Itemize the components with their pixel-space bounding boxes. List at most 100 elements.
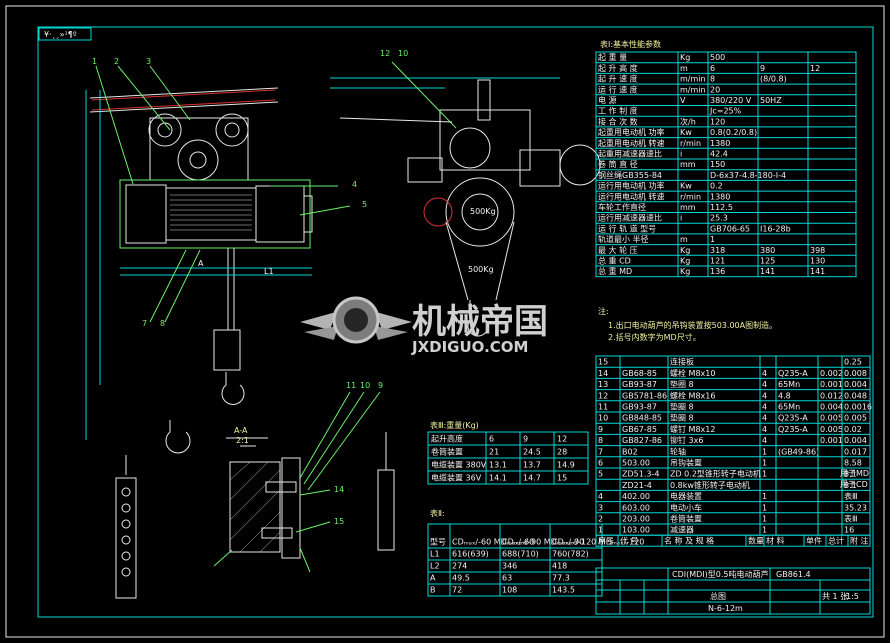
table-2-cell: 760(782)	[552, 550, 589, 559]
table-1-cell: 电 源	[598, 95, 617, 105]
bom-cell: 16	[844, 526, 854, 535]
bom-cell: 10	[598, 414, 608, 423]
bom-header: 总计	[828, 536, 844, 546]
bom-cell: 垫圈 8	[670, 413, 694, 423]
bom-cell: Q235-A	[778, 369, 808, 378]
front-view: L1 A	[85, 65, 351, 599]
bom-cell: ZD21-4	[622, 481, 652, 490]
bom-cell: GB93-87	[622, 403, 657, 412]
balloon-8: 8	[160, 319, 165, 328]
bom-cell: 0.005	[820, 414, 843, 423]
table-1-cell: 最 大 轮 压	[598, 245, 638, 255]
bom-cell: 1	[762, 470, 767, 479]
balloon-14: 14	[334, 485, 344, 494]
bom-cell: 8.1	[844, 470, 857, 479]
table-1-cell: 轨道最小 半径	[598, 234, 649, 244]
balloon-15: 15	[334, 517, 344, 526]
bom-cell: 4	[762, 391, 767, 400]
table-1-cell: Kg	[680, 267, 690, 276]
table-3-cell: 卷筒装置	[431, 447, 463, 457]
table-1-cell: 121	[710, 257, 725, 266]
table-2-cell: 72	[452, 586, 462, 595]
table-2-cell: 143.5	[552, 586, 575, 595]
svg-text:A: A	[198, 259, 204, 268]
bom-cell: 表Ⅲ	[844, 514, 858, 524]
bom-cell: 402.00	[622, 492, 650, 501]
bom-cell: 2	[598, 515, 603, 524]
bom-cell: GB848-85	[622, 414, 662, 423]
table-1-cell: 9	[760, 64, 765, 73]
bom-cell: GB827-86	[622, 436, 662, 445]
table-2-cell: 616(639)	[452, 550, 489, 559]
bom-cell: ZD51.3-4	[622, 470, 659, 479]
table-1-cell: 120	[710, 117, 725, 126]
bom-cell: 65Mn	[778, 380, 800, 389]
tb-drawing-no: GB861.4	[776, 570, 811, 579]
table-1-cell: 起重用电动机 功率	[598, 127, 665, 137]
table-3-cell: 21	[489, 448, 499, 457]
bom-cell: 4	[762, 414, 767, 423]
balloon-10-side: 10	[398, 49, 408, 58]
balloon-4: 4	[352, 180, 357, 189]
balloon-3: 3	[146, 57, 151, 66]
table-1-cell: 车轮工作直径	[598, 202, 646, 212]
table-1-cell: GB706-65	[710, 224, 750, 233]
bom-cell: 垫圈 8	[670, 402, 694, 412]
bom-cell: GB5781-86	[622, 391, 667, 400]
table-1-cell: (8/0.8)	[760, 75, 787, 84]
bom-cell: 7	[598, 447, 603, 456]
bom-header: 单件	[806, 536, 822, 546]
table-1-cell: Jc=25%	[709, 107, 742, 116]
bom-header: 附 注	[850, 536, 869, 546]
table-1-title: 表Ⅰ:基本性能参数	[600, 39, 661, 49]
table-1-cell: 6	[710, 64, 715, 73]
balloon-1: 1	[92, 57, 97, 66]
bom-cell: 0.002	[820, 369, 843, 378]
table-3-cell: 14.7	[523, 474, 541, 483]
bom-cell: 103.00	[622, 526, 650, 535]
section-scale: 2:1	[236, 436, 249, 445]
table-1-cell: 500	[710, 53, 725, 62]
bom-cell: 表Ⅲ	[844, 491, 858, 501]
table-1-cell: 0.8(0.2/0.8)	[710, 128, 757, 137]
table-1-cell: mm	[680, 160, 696, 169]
bom-cell: 0.02	[844, 425, 862, 434]
bom-cell: 12	[598, 391, 608, 400]
bom-cell: 1	[762, 492, 767, 501]
note-line-1: 1.出口电动葫芦的吊钩装置按503.00A图制造。	[608, 320, 777, 330]
table-1-cell: 136	[710, 267, 725, 276]
table-1-cell: 运 行 轨 道 型号	[598, 223, 656, 233]
bom-cell: 吊钩装置	[670, 458, 702, 468]
table-1-cell: m/min	[680, 85, 706, 94]
table-3-cell: 13.1	[489, 461, 507, 470]
bom-cell: 0.25	[844, 358, 862, 367]
table-1-cell: 起 升 速 度	[598, 74, 638, 84]
table-1-cell: 运行用电动机 转速	[598, 191, 665, 201]
table-1-cell: 1380	[710, 139, 730, 148]
bom-cell: 14	[598, 369, 608, 378]
table-3-cell: 12	[557, 435, 567, 444]
bom-cell: 0.004	[820, 403, 843, 412]
table-1-cell: r/min	[680, 192, 701, 201]
table-2-cell: 688(710)	[502, 550, 539, 559]
bom-cell: 4	[762, 369, 767, 378]
table-1-cell: 20	[710, 85, 720, 94]
bom-cell: 1	[762, 526, 767, 535]
table-1-cell: i	[680, 214, 682, 223]
table-1-cell: 总 重 MD	[598, 266, 632, 276]
table-2-cell: 108	[502, 586, 517, 595]
table-2-cell: A	[430, 574, 436, 583]
tb-title: CDⅠ(MDⅠ)型0.5吨电动葫芦	[672, 569, 769, 579]
table-1-cell: 141	[760, 267, 775, 276]
bom-cell: 203.00	[622, 515, 650, 524]
bom-cell: 15	[598, 358, 608, 367]
table-3-cell: 9	[523, 435, 528, 444]
table-1-cell: 运行用减速器速比	[598, 213, 662, 223]
title-block	[595, 567, 871, 615]
bom-cell: 9	[598, 425, 603, 434]
table-1-cell: m/min	[680, 75, 706, 84]
table-1-cell: 起重用减速器速比	[598, 149, 662, 159]
